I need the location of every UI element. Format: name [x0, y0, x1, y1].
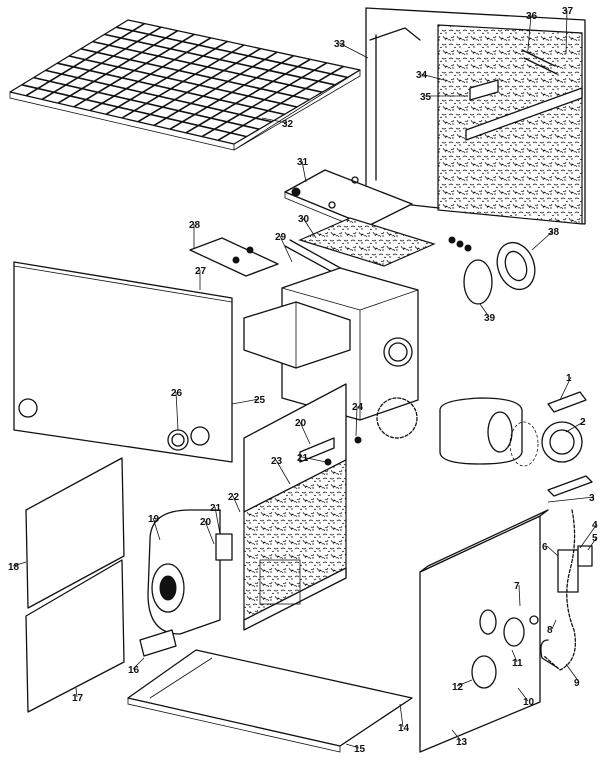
callout-5: 5: [592, 533, 598, 544]
front-panel-right: [419, 509, 549, 753]
callout-18: 18: [8, 562, 20, 573]
callout-23: 23: [271, 456, 283, 467]
callout-26: 26: [171, 388, 183, 399]
callout-3: 3: [589, 493, 595, 504]
bracket-28: [189, 237, 279, 277]
callout-21a: 21: [297, 453, 309, 464]
inducer-assembly: [448, 236, 536, 305]
callout-leader-13: [451, 729, 462, 742]
callout-leader-17: [75, 687, 78, 698]
callout-leader-37: [565, 9, 568, 55]
callout-leader-22: [232, 495, 241, 513]
filter-grille: [9, 19, 361, 151]
callout-38: 38: [548, 227, 560, 238]
callout-labels: 1234567891011121314151617181920202121222…: [8, 6, 598, 755]
callout-19: 19: [148, 514, 160, 525]
callout-33: 33: [334, 39, 346, 50]
callout-15: 15: [354, 744, 366, 755]
callout-leader-9: [565, 663, 580, 683]
callout-28: 28: [189, 220, 201, 231]
callout-leader-18: [12, 561, 27, 567]
callout-leader-38: [531, 230, 554, 251]
blower-housing: [147, 509, 233, 635]
callout-34: 34: [416, 70, 428, 81]
callout-leader-34: [420, 73, 445, 81]
callout-leader-20a: [299, 421, 311, 445]
callout-37: 37: [562, 6, 574, 17]
callout-leader-4: [579, 523, 598, 549]
blower-bracket: [139, 629, 177, 657]
callout-36: 36: [526, 11, 538, 22]
callout-20a: 20: [295, 418, 307, 429]
callout-leader-10: [517, 687, 529, 702]
callout-leader-32: [261, 117, 288, 124]
callout-17: 17: [72, 693, 84, 704]
callout-2: 2: [580, 417, 586, 428]
callout-4: 4: [592, 520, 598, 531]
callout-32: 32: [282, 119, 294, 130]
motor-mount: [541, 391, 593, 497]
callout-leader-19: [152, 517, 161, 541]
callout-leader-21a: [301, 456, 327, 463]
callout-leader-7: [518, 584, 521, 607]
callout-11: 11: [512, 658, 523, 669]
callout-16: 16: [128, 665, 140, 676]
callout-35: 35: [420, 92, 432, 103]
callout-leader-25: [231, 398, 260, 405]
callout-leader-16: [132, 657, 145, 670]
callout-27: 27: [195, 266, 207, 277]
callout-21b: 21: [210, 503, 222, 514]
callout-leader-20b: [204, 520, 215, 545]
callout-leader-33: [338, 42, 369, 59]
callout-leader-3: [547, 496, 595, 503]
callout-13: 13: [456, 737, 468, 748]
callout-leader-36: [527, 14, 532, 51]
callout-30: 30: [298, 214, 310, 225]
callout-6: 6: [542, 542, 548, 553]
side-panel-left: [13, 261, 233, 463]
callout-leader-39: [479, 303, 490, 318]
callout-9: 9: [574, 678, 580, 689]
callout-29: 29: [275, 232, 287, 243]
callout-leader-30: [302, 217, 317, 239]
callout-12: 12: [452, 682, 464, 693]
callout-leaders: [12, 9, 598, 749]
callout-leader-26: [175, 391, 179, 431]
callout-7: 7: [514, 581, 520, 592]
heat-exchanger-cabinet: [243, 267, 419, 439]
access-panel: [243, 383, 362, 631]
callout-24: 24: [352, 402, 364, 413]
callout-leader-8: [551, 619, 557, 630]
callout-leader-14: [399, 703, 404, 728]
callout-leader-2: [565, 420, 586, 433]
door-panels: [25, 457, 125, 713]
motor-assembly: [439, 397, 539, 467]
callout-22: 22: [228, 492, 240, 503]
callout-1: 1: [566, 373, 572, 384]
callout-leader-15: [345, 743, 360, 749]
callout-8: 8: [547, 625, 553, 636]
callout-10: 10: [523, 697, 535, 708]
callout-leader-23: [275, 459, 291, 485]
callout-leader-5: [587, 536, 598, 551]
filter-element: [298, 217, 436, 267]
callout-leader-6: [546, 545, 559, 557]
callout-leader-12: [456, 679, 473, 687]
base-pan: [127, 649, 413, 753]
callout-20b: 20: [200, 517, 212, 528]
callout-leader-1: [559, 376, 572, 401]
callout-31: 31: [297, 157, 309, 168]
callout-leader-24: [355, 405, 358, 437]
callout-39: 39: [484, 313, 496, 324]
callout-25: 25: [254, 395, 266, 406]
side-panel-top: [365, 7, 586, 225]
callout-14: 14: [398, 723, 410, 734]
callout-leader-21b: [214, 506, 221, 535]
control-components: [540, 509, 593, 671]
callout-leader-29: [279, 235, 293, 263]
callout-leader-31: [301, 160, 307, 183]
callout-leader-11: [511, 649, 518, 663]
